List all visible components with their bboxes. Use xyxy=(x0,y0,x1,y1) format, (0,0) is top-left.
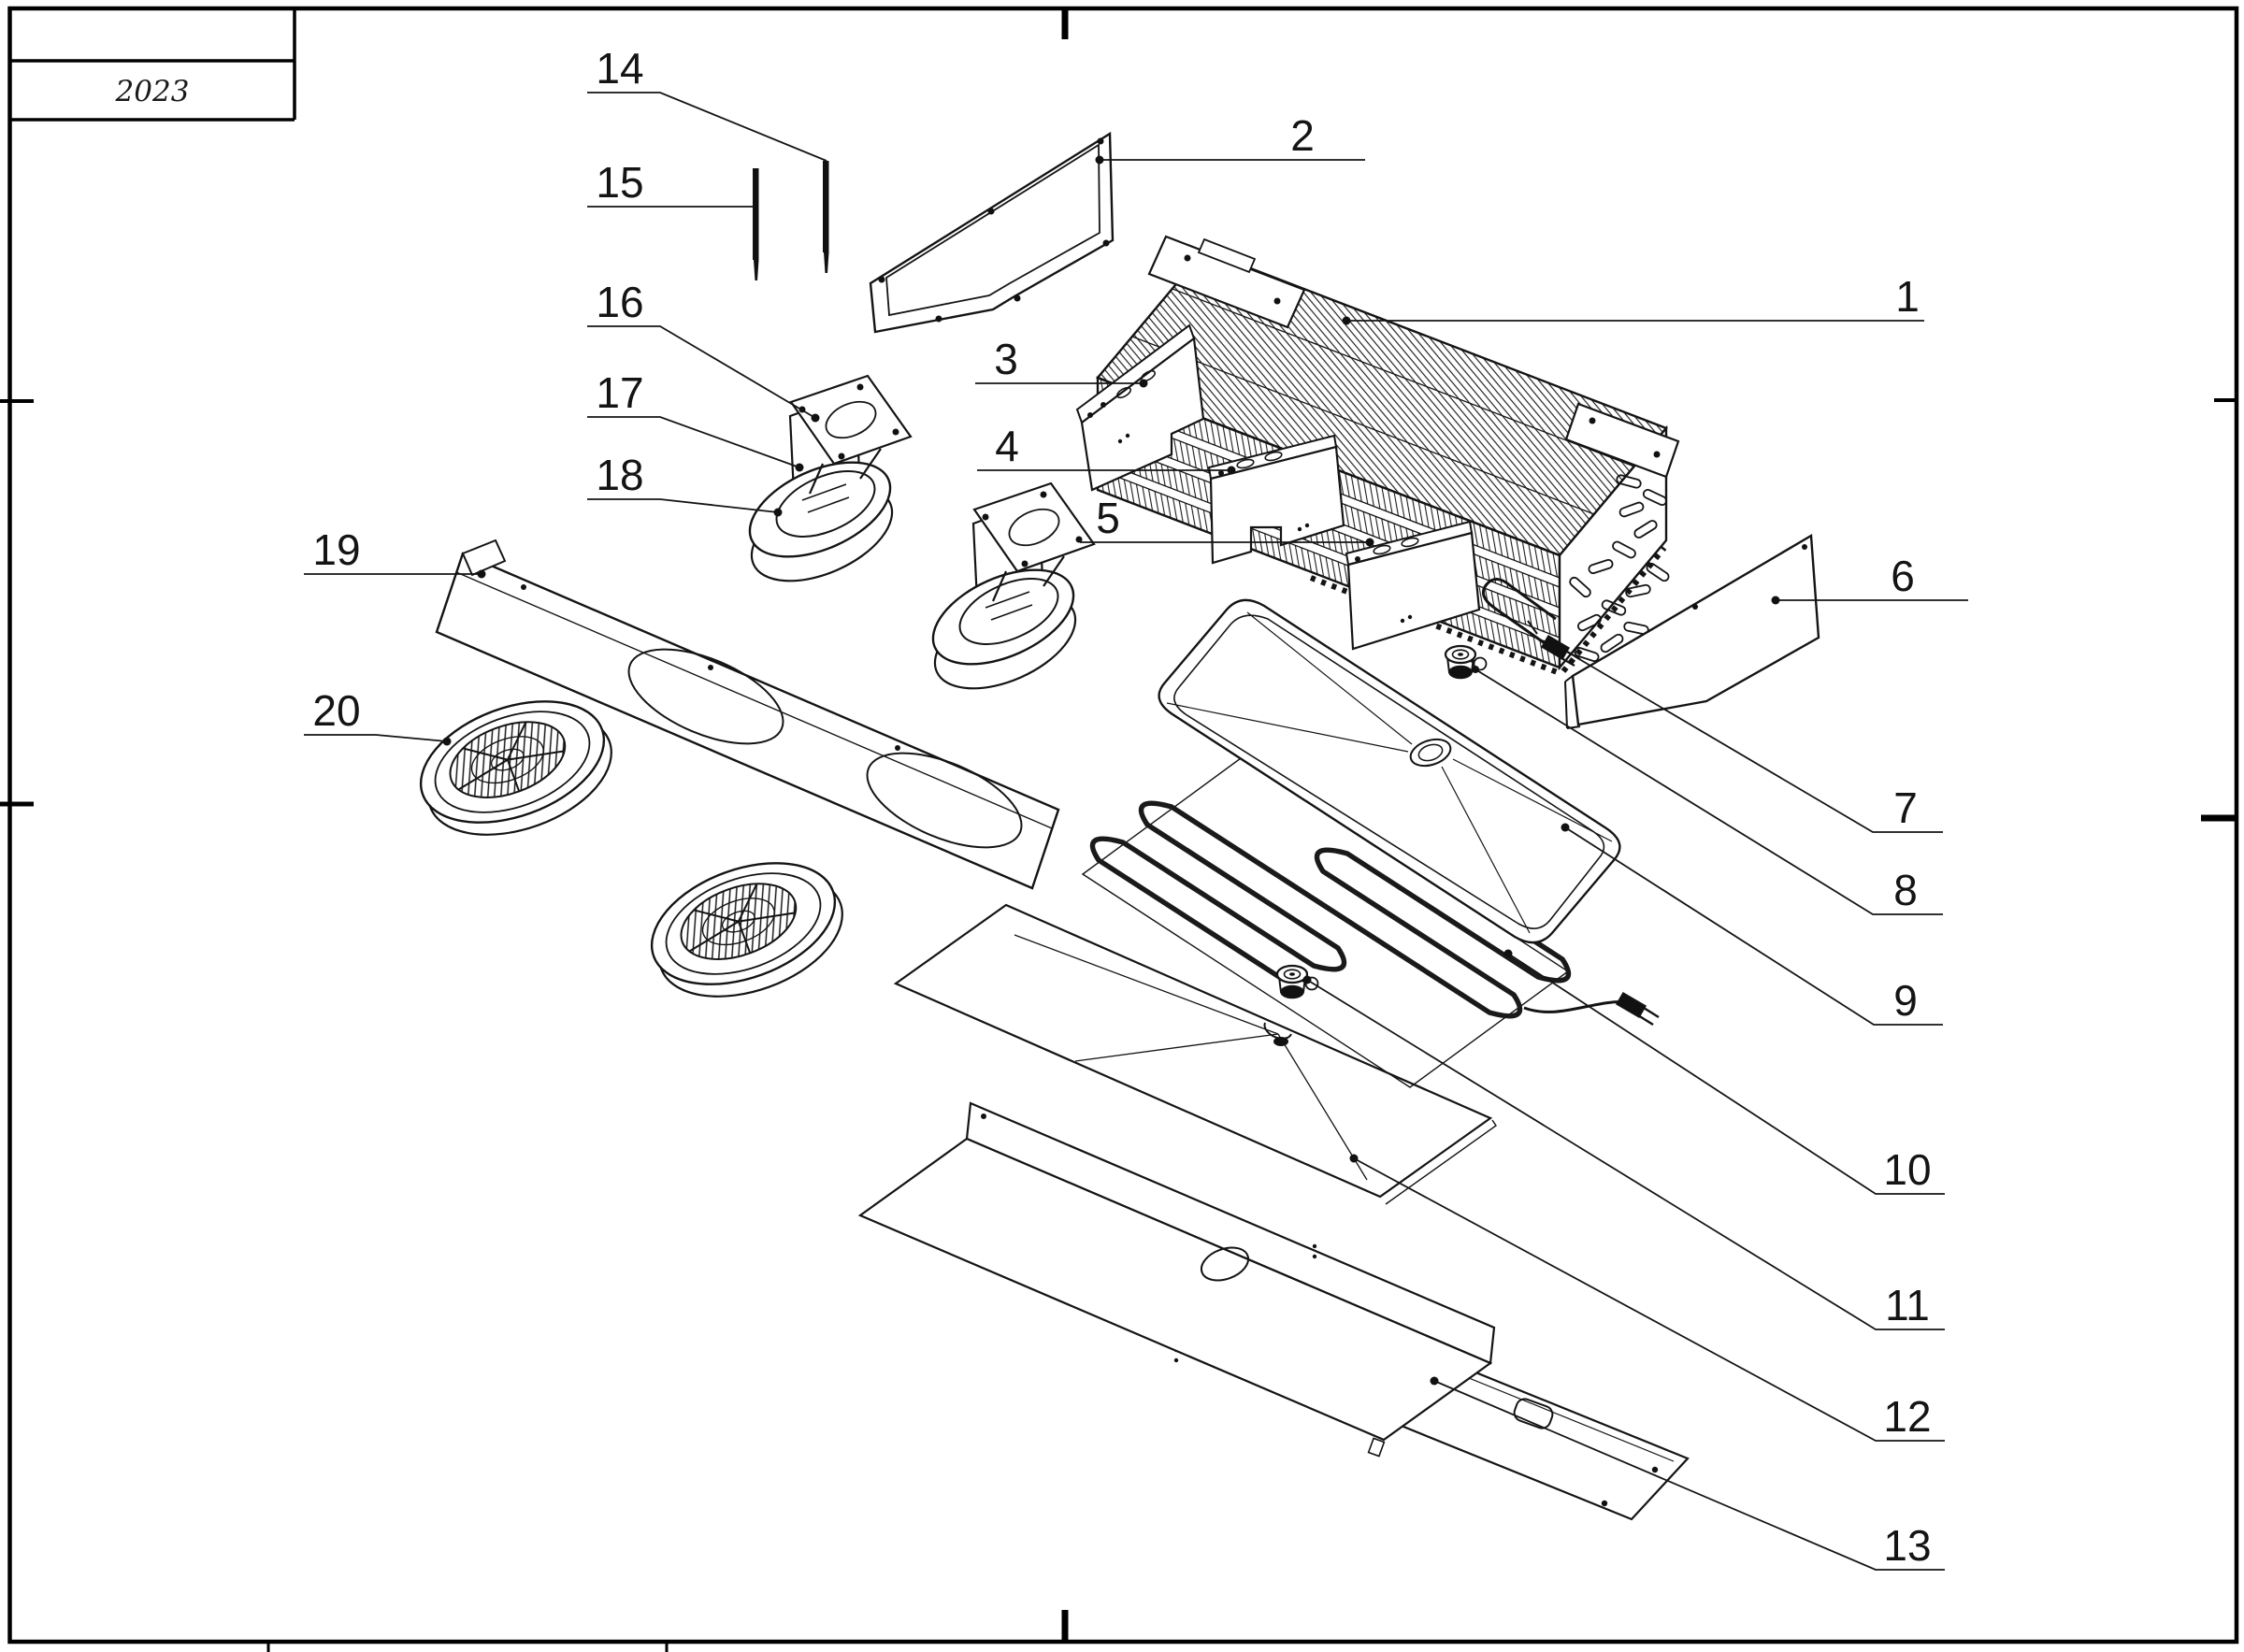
callout-19 xyxy=(304,569,486,579)
pan-drain-notch xyxy=(1263,1022,1292,1040)
part-middle-drain-pan xyxy=(893,903,1497,1205)
part-left-baffle xyxy=(1075,323,1205,492)
deck-fan-cutout xyxy=(627,648,784,745)
sheet-frame xyxy=(0,6,2239,1652)
callout-label-14: 14 xyxy=(596,44,643,93)
part-fan-assembly-right xyxy=(917,481,1096,710)
callout-20 xyxy=(304,734,452,746)
callout-label-16: 16 xyxy=(596,278,643,326)
callout-8 xyxy=(1472,666,1943,915)
callout-16 xyxy=(587,325,820,423)
title-block: 2023 xyxy=(10,8,296,122)
callout-9 xyxy=(1561,823,1943,1026)
callout-17 xyxy=(587,416,804,472)
cover-slot-cutout xyxy=(1513,1398,1554,1429)
callout-label-12: 12 xyxy=(1883,1392,1931,1441)
coil-return-bends xyxy=(1569,474,1670,663)
border-frame xyxy=(7,6,2239,1645)
tray-oval-hole xyxy=(1200,1246,1250,1282)
callout-label-1: 1 xyxy=(1895,272,1920,321)
callout-11 xyxy=(1302,975,1945,1330)
callout-18 xyxy=(587,498,783,517)
part-hinge-pins xyxy=(753,161,829,280)
callout-label-4: 4 xyxy=(995,422,1019,470)
coil-fin-teeth xyxy=(1561,546,1667,673)
deck-fan-cutout xyxy=(866,752,1023,849)
heater-plug xyxy=(1615,991,1647,1019)
callout-label-20: 20 xyxy=(312,686,360,735)
part-fan-assembly-left xyxy=(734,374,913,602)
callout-13 xyxy=(1430,1376,1945,1571)
callout-3 xyxy=(975,379,1148,388)
heater-power-cord xyxy=(1523,1000,1630,1013)
part-upper-drain-pan xyxy=(1158,598,1621,944)
callout-label-7: 7 xyxy=(1893,783,1918,832)
callout-14 xyxy=(587,92,827,162)
callout-label-8: 8 xyxy=(1893,866,1918,914)
callout-6 xyxy=(1771,596,1968,605)
part-lower-tray xyxy=(857,1101,1496,1442)
part-top-frame-panel xyxy=(869,131,1115,334)
callout-label-10: 10 xyxy=(1883,1145,1931,1194)
part-fan-deck-panel xyxy=(435,539,1060,890)
callout-label-17: 17 xyxy=(596,368,643,417)
callout-label-6: 6 xyxy=(1891,552,1915,600)
callout-label-3: 3 xyxy=(994,335,1018,383)
callout-label-19: 19 xyxy=(312,525,360,574)
callout-label-15: 15 xyxy=(596,158,643,207)
callout-5 xyxy=(1080,538,1374,547)
callout-label-5: 5 xyxy=(1096,494,1120,542)
callout-label-2: 2 xyxy=(1290,111,1315,160)
title-block-year: 2023 xyxy=(115,75,190,108)
part-middle-baffle xyxy=(1207,434,1345,565)
callout-12 xyxy=(1349,1154,1945,1442)
callout-10 xyxy=(1503,949,1945,1195)
callout-1 xyxy=(1342,316,1924,325)
callout-numbers: 1 2 3 4 5 6 7 8 9 10 11 12 13 14 15 16 1… xyxy=(312,44,1931,1570)
callout-label-9: 9 xyxy=(1893,976,1918,1025)
callout-4 xyxy=(977,466,1236,475)
callout-7 xyxy=(1574,655,1943,833)
callout-label-13: 13 xyxy=(1883,1521,1931,1570)
cover-tab-notch xyxy=(1367,1437,1386,1458)
part-right-side-panel xyxy=(1564,533,1820,729)
part-drain-grommet-upper xyxy=(1444,644,1488,680)
part-vent-grille-lower xyxy=(634,838,860,1022)
part-vent-grille-upper xyxy=(403,676,629,860)
part-right-baffle xyxy=(1345,520,1481,651)
callouts xyxy=(304,92,1968,1571)
callout-label-11: 11 xyxy=(1885,1281,1930,1329)
callout-label-18: 18 xyxy=(596,451,643,499)
callout-2 xyxy=(1095,155,1365,165)
